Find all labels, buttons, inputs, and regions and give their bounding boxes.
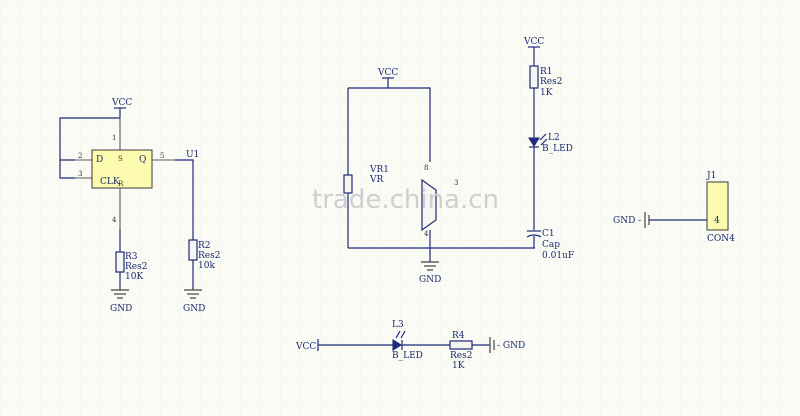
svg-text:B_LED: B_LED [392,351,423,361]
led-l3-resistor-r4-row[interactable]: VCC L3 B_LED R4 Res2 1K - GND [295,320,525,371]
svg-text:- GND: - GND [497,341,525,351]
svg-text:GND: GND [183,304,205,314]
r1-body [529,65,539,89]
svg-text:10k: 10k [198,261,215,271]
svg-text:D: D [96,155,103,165]
svg-text:R3: R3 [125,252,138,262]
svg-text:1K: 1K [452,361,465,371]
svg-text:VCC: VCC [523,37,544,47]
u1-flip-flop[interactable]: VCC 1 2 3 D Q S CLK R 5 U1 4 [59,98,199,230]
resistor-r2[interactable]: R2 Res2 10k [175,159,220,290]
svg-text:GND: GND [419,275,441,285]
svg-text:1: 1 [112,134,116,142]
svg-text:Res2: Res2 [125,262,147,272]
svg-text:Cap: Cap [542,240,560,250]
svg-text:Res2: Res2 [450,351,472,361]
c1-plate-bottom [526,234,542,238]
svg-text:R4: R4 [452,331,465,341]
svg-text:0.01uF: 0.01uF [542,251,574,261]
r4-body [449,340,473,350]
u1-body [91,149,153,189]
resistor-r3[interactable]: R3 Res2 10K [115,230,147,290]
svg-text:R: R [118,180,124,188]
j1-body [706,181,729,231]
gnd-symbol-r2: GND [183,289,205,314]
svg-text:8: 8 [424,164,428,172]
gnd-symbol-r3: GND [110,289,132,314]
svg-text:Q: Q [139,155,146,165]
svg-text:L3: L3 [392,320,404,330]
svg-text:R2: R2 [198,241,211,251]
vr1-ic-body [421,178,437,232]
svg-text:R1: R1 [540,67,553,77]
svg-text:VR1: VR1 [369,165,389,175]
vr1-block[interactable]: VCC VR1 VR 8 3 4 [343,68,535,262]
gnd-symbol-vr1: GND [419,261,441,285]
u1-vcc-label: VCC [111,98,132,108]
svg-text:3: 3 [454,179,458,187]
svg-text:4: 4 [424,230,429,238]
svg-text:L2: L2 [548,133,560,143]
svg-text:C1: C1 [542,229,555,239]
r3-body [115,251,125,273]
r2-body [188,239,198,261]
svg-text:10K: 10K [125,272,143,282]
svg-text:4: 4 [714,216,720,226]
l3-led-symbol [392,339,403,351]
svg-text:5: 5 [160,152,164,160]
svg-text:3: 3 [78,170,82,178]
svg-text:J1: J1 [706,171,716,181]
u1-ref: U1 [186,150,199,160]
r1-l2-c1-chain[interactable]: VCC R1 Res2 1K L2 B_LED C1 Cap 0.01uF [523,37,574,261]
svg-text:4: 4 [112,216,117,224]
l2-led-symbol [528,137,540,148]
u1-feedback-wire [59,117,120,161]
connector-j1[interactable]: GND - J1 4 CON4 [613,171,735,244]
svg-text:VCC: VCC [377,68,398,78]
svg-text:VR: VR [369,175,383,185]
svg-text:Res2: Res2 [540,77,562,87]
svg-text:Res2: Res2 [198,251,220,261]
svg-text:2: 2 [78,152,82,160]
svg-text:VCC: VCC [295,342,316,352]
watermark-text: trade.china.cn [312,185,499,215]
svg-text:CON4: CON4 [707,234,735,244]
svg-text:S: S [118,155,123,163]
svg-text:GND: GND [110,304,132,314]
svg-text:B_LED: B_LED [542,144,573,154]
svg-text:1K: 1K [540,88,553,98]
svg-text:GND -: GND - [613,216,641,226]
svg-text:CLK: CLK [100,177,120,187]
